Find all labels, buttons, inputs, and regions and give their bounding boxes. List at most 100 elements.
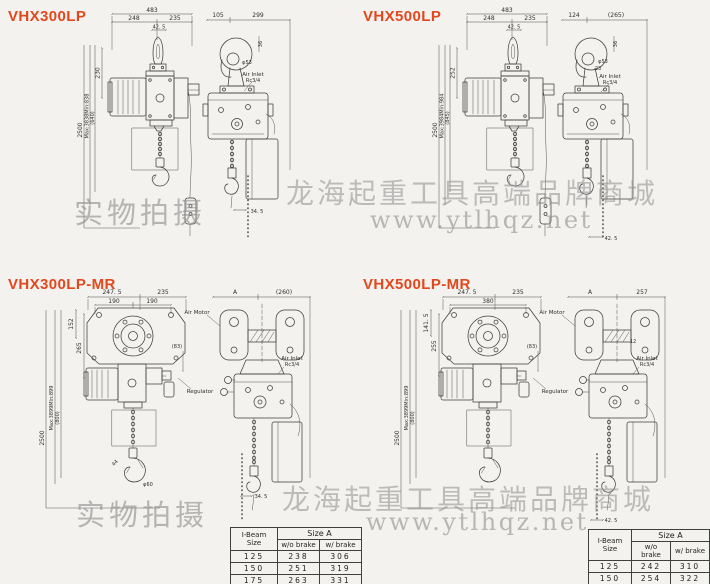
dim-headroom: (845): [445, 111, 451, 124]
dim-hook-offset: 42. 5: [508, 25, 521, 31]
vhx500lp-front-view: [462, 36, 555, 237]
col-header-w-brake: w/ brake: [319, 539, 362, 551]
col-header-w-brake: w/ brake: [669, 541, 710, 561]
dim-seg-right: 235: [512, 289, 524, 296]
size-table-vhx500lp-mr: I-Beam Size Size A w/o brake w/ brake 12…: [588, 529, 710, 584]
model-title-vhx300lp-mr: VHX300LP-MR: [8, 276, 116, 293]
ibeam-150: 150: [230, 562, 278, 575]
value-wo-brake: 263: [277, 574, 320, 584]
dim-flange-left: 190: [108, 298, 120, 305]
model-title-vhx300lp: VHX300LP: [8, 8, 87, 25]
value-wo-brake: 254: [630, 572, 671, 584]
dim-body-height: 265: [76, 342, 83, 354]
dim-hook-travel: Max:3984Min:984: [440, 94, 446, 139]
dim-side-right: 299: [252, 12, 264, 19]
dim-side-left: A: [233, 289, 238, 296]
dim-headroom: (640): [90, 111, 96, 124]
dim-overall-width: 483: [501, 7, 513, 14]
vhx300lp-side-view: [202, 37, 279, 239]
value-w-brake: 319: [319, 562, 362, 575]
value-wo-brake: 242: [630, 560, 671, 573]
table-row: 175 263 331: [230, 574, 362, 584]
dim-pendant-length: 2500: [394, 430, 401, 445]
dim-side-left: 105: [212, 12, 224, 19]
dim-seg-left: 248: [128, 15, 140, 22]
dim-headroom: (800): [410, 411, 416, 424]
air-inlet-label: Air Inlet: [281, 356, 303, 362]
col-header-size-a: Size A: [277, 527, 362, 540]
vhx300lp-mr-side-view: [219, 303, 305, 523]
dim-pendant-length: 2500: [77, 122, 84, 137]
dim-seg-right: 235: [169, 15, 181, 22]
dim-regulator-width: (83): [527, 344, 537, 350]
dim-top-height: 152: [68, 318, 75, 330]
dim-side-right: (260): [276, 289, 292, 296]
dim-chain-end: 42. 5: [605, 236, 618, 242]
dim-seg-left: 248: [483, 15, 495, 22]
ibeam-150: 150: [588, 572, 632, 584]
ibeam-size-table: I-Beam Size Size A w/o brake w/ brake 12…: [588, 529, 710, 584]
dim-hook-dia: φ53: [598, 59, 608, 65]
table-row: 150 251 319: [230, 562, 362, 575]
dim-hook-throat: 23: [595, 66, 601, 72]
col-header-ibeam-size: I-Beam Size: [588, 529, 632, 561]
quadrant-vhx300lp-mr: 247. 5 235 190 190 152 265 (83) 2500 Max…: [39, 289, 312, 523]
dim-hook-travel: Max:3899Min:899: [404, 386, 410, 431]
regulator-label: Regulator: [542, 389, 569, 395]
dim-chain-end: 42. 5: [605, 518, 618, 524]
col-header-size-a: Size A: [630, 529, 710, 542]
quadrant-vhx500lp-mr: 247. 5 235 380 141. 5 255 (83) 2500 Max:…: [394, 289, 667, 524]
dim-hook-throat: 44: [111, 459, 120, 468]
dim-pendant-length: 2500: [39, 430, 46, 445]
dim-regulator-width: (83): [172, 344, 182, 350]
air-inlet-label: Air Inlet: [599, 74, 621, 80]
value-wo-brake: 251: [277, 562, 320, 575]
ibeam-125: 125: [588, 560, 632, 573]
model-title-vhx500lp-mr: VHX500LP-MR: [363, 276, 471, 293]
dim-overall-width: 483: [146, 7, 158, 14]
dim-hook-travel: Max:3838Min:838: [85, 94, 91, 139]
value-w-brake: 306: [319, 550, 362, 563]
table-row: 150 254 322: [588, 572, 710, 584]
ibeam-125: 125: [230, 550, 278, 563]
col-header-wo-brake: w/o brake: [277, 539, 320, 551]
dim-body-height: 255: [431, 340, 438, 352]
dim-side-left: A: [588, 289, 593, 296]
dim-headroom: (800): [55, 411, 61, 424]
dim-hook-width: 36: [613, 41, 619, 47]
table-row: 125 238 306: [230, 550, 362, 563]
dim-pendant-length: 2500: [432, 122, 439, 137]
value-w-brake: 331: [319, 574, 362, 584]
air-motor-label: Air Motor: [184, 310, 210, 316]
dim-hook-offset: 42. 5: [153, 25, 166, 31]
dim-plate-gap: 12: [630, 339, 636, 345]
quadrant-vhx300lp: 483 248 235 42. 5 230 2500 Max:3838Min:8…: [77, 7, 292, 239]
air-inlet-thread-label: Rc3/4: [640, 362, 654, 368]
dim-side-right: 257: [636, 289, 648, 296]
value-wo-brake: 238: [277, 550, 320, 563]
vhx500lp-mr-front-view: [438, 307, 541, 483]
dim-seg-right: 235: [157, 289, 169, 296]
vhx300lp-mr-front-view: [83, 307, 186, 483]
air-motor-label: Air Motor: [539, 310, 565, 316]
dim-overall-width: 247. 5: [102, 289, 121, 296]
regulator-label: Regulator: [187, 389, 214, 395]
dim-hook-width: 36: [258, 41, 264, 47]
vhx500lp-mr-side-view: [574, 303, 660, 523]
ibeam-size-table: I-Beam Size Size A w/o brake w/ brake 12…: [230, 527, 362, 584]
dim-flange-span: 380: [482, 298, 494, 305]
value-w-brake: 310: [669, 560, 710, 573]
ibeam-175: 175: [230, 574, 278, 584]
dim-body-height: 252: [450, 67, 457, 79]
col-header-wo-brake: w/o brake: [630, 541, 671, 561]
dim-seg-right: 235: [524, 15, 536, 22]
col-header-ibeam-size: I-Beam Size: [230, 527, 278, 551]
value-w-brake: 322: [669, 572, 710, 584]
dim-flange-right: 190: [146, 298, 158, 305]
dim-chain-end: 34. 5: [251, 209, 264, 215]
table-row: 125 242 310: [588, 560, 710, 573]
quadrant-vhx500lp: 483 248 235 42. 5 252 2500 Max:3984Min:9…: [432, 7, 649, 242]
dim-side-right: (265): [608, 12, 624, 19]
